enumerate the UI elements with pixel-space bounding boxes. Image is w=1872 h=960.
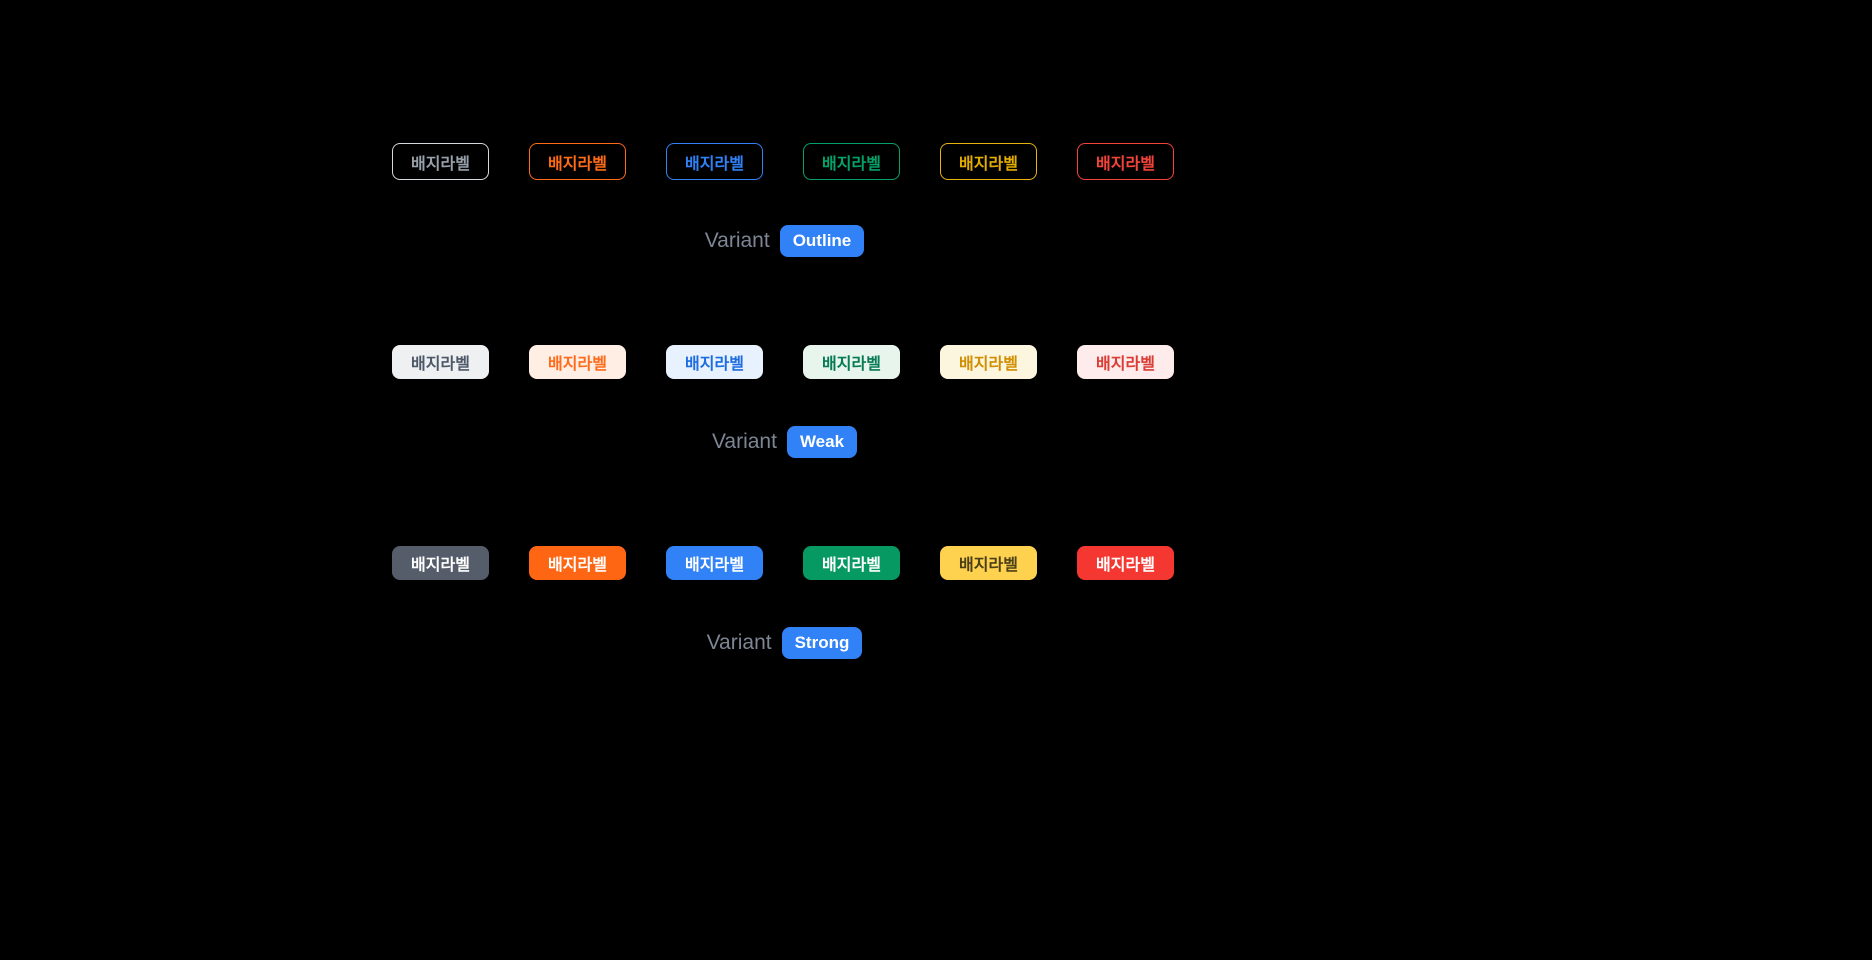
badge-strong-blue: 배지라벨: [666, 546, 763, 580]
badge-weak-green: 배지라벨: [803, 345, 900, 379]
badge-row-weak: 배지라벨 배지라벨 배지라벨 배지라벨 배지라벨 배지라벨: [392, 345, 1174, 379]
badge-weak-yellow: 배지라벨: [940, 345, 1037, 379]
variant-caption-weak: Variant Weak: [392, 426, 1177, 458]
badge-row-outline: 배지라벨 배지라벨 배지라벨 배지라벨 배지라벨 배지라벨: [392, 143, 1174, 180]
badge-weak-red: 배지라벨: [1077, 345, 1174, 379]
badge-weak-blue: 배지라벨: [666, 345, 763, 379]
badge-weak-grey: 배지라벨: [392, 345, 489, 379]
variant-value-pill-weak: Weak: [786, 426, 858, 458]
badge-outline-orange: 배지라벨: [529, 143, 626, 180]
variant-caption-strong: Variant Strong: [392, 627, 1177, 659]
badge-outline-blue: 배지라벨: [666, 143, 763, 180]
badge-outline-yellow: 배지라벨: [940, 143, 1037, 180]
badge-strong-yellow: 배지라벨: [940, 546, 1037, 580]
badge-outline-grey: 배지라벨: [392, 143, 489, 180]
variant-caption-outline: Variant Outline: [392, 225, 1177, 257]
badge-strong-grey: 배지라벨: [392, 546, 489, 580]
badge-outline-green: 배지라벨: [803, 143, 900, 180]
badge-strong-orange: 배지라벨: [529, 546, 626, 580]
badge-strong-red: 배지라벨: [1077, 546, 1174, 580]
variant-value-pill-outline: Outline: [779, 225, 865, 257]
badge-weak-orange: 배지라벨: [529, 345, 626, 379]
badge-strong-green: 배지라벨: [803, 546, 900, 580]
variant-label: Variant: [706, 631, 772, 654]
variant-label: Variant: [711, 430, 777, 453]
badge-outline-red: 배지라벨: [1077, 143, 1174, 180]
variant-value-pill-strong: Strong: [781, 627, 863, 659]
variant-label: Variant: [704, 229, 770, 252]
badge-row-strong: 배지라벨 배지라벨 배지라벨 배지라벨 배지라벨 배지라벨: [392, 546, 1174, 580]
